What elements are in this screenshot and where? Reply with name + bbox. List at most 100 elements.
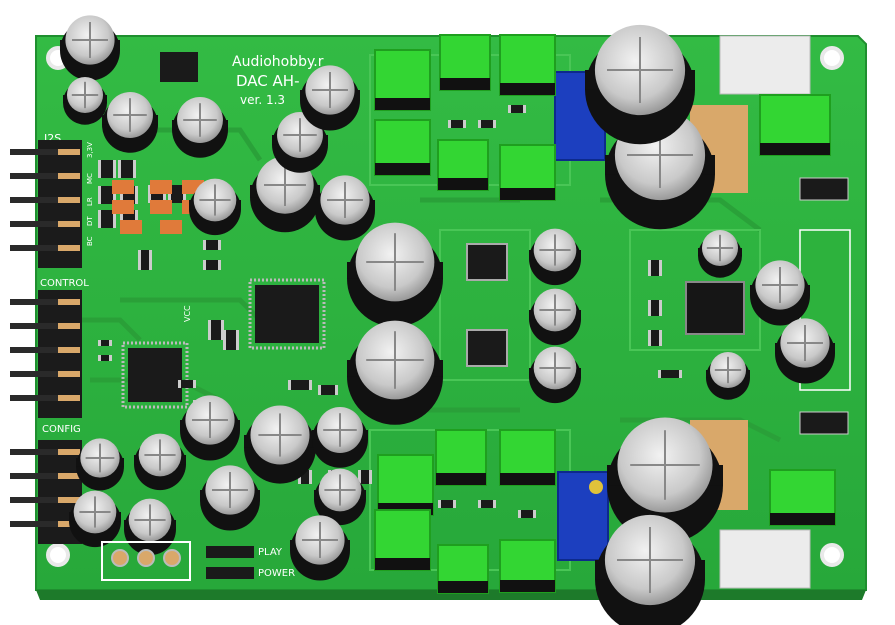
smd-part — [508, 105, 526, 113]
electrolytic-capacitor — [775, 318, 835, 384]
electrolytic-capacitor — [63, 76, 107, 125]
smd-part — [178, 380, 196, 388]
electrolytic-capacitor — [189, 178, 241, 236]
version-label: ver. 1.3 — [240, 93, 285, 107]
electrolytic-capacitor — [312, 407, 368, 468]
electrolytic-capacitor — [60, 15, 120, 81]
electrolytic-capacitor — [529, 346, 581, 404]
header-pin — [10, 323, 62, 329]
ic-chips — [121, 52, 849, 435]
header-pin — [10, 221, 62, 227]
electrolytic-capacitor — [529, 288, 581, 346]
electrolytic-capacitor — [290, 515, 350, 581]
electrolytic-capacitor — [347, 320, 443, 425]
electrolytic-capacitor — [607, 417, 723, 544]
header-pin — [10, 497, 62, 503]
to252-regulator-top — [466, 243, 508, 281]
play-led — [206, 546, 254, 558]
header-pin — [10, 395, 62, 401]
pin-headers — [10, 140, 82, 544]
smd-part — [98, 160, 116, 178]
resistor — [120, 220, 142, 234]
electrolytic-capacitor — [595, 514, 705, 625]
model-label: DAC AH- — [236, 72, 299, 90]
smd-part — [358, 470, 372, 484]
config-label: CONFIG — [42, 424, 81, 435]
smd-part — [478, 500, 496, 508]
resistor — [150, 180, 172, 194]
electrolytic-capacitor — [200, 465, 260, 531]
electrolytic-capacitor — [314, 468, 366, 526]
electrolytic-capacitor — [76, 438, 124, 491]
electrolytic-capacitor — [347, 222, 443, 327]
electrolytic-capacitor — [300, 65, 360, 131]
control-label: CONTROL — [40, 278, 89, 289]
qfp-chip-usb — [121, 341, 189, 409]
play-label: PLAY — [258, 547, 283, 558]
electrolytic-capacitor — [605, 109, 715, 230]
relay — [759, 94, 831, 156]
electrolytic-capacitor — [102, 92, 158, 153]
smd-part — [98, 186, 116, 204]
smd-part — [138, 250, 152, 270]
header-pin — [10, 245, 62, 251]
header-pin — [10, 197, 62, 203]
sot223-regulator — [160, 52, 198, 82]
smd-part — [203, 240, 221, 250]
pin-label-dt: DT — [86, 216, 94, 226]
to252-regulator-bottom — [466, 329, 508, 367]
pin-label-bc: BC — [86, 236, 94, 246]
vcc-label: VCC — [183, 305, 192, 322]
smd-part — [478, 120, 496, 128]
resistor — [112, 180, 134, 194]
relay — [499, 144, 556, 201]
relay — [499, 34, 556, 96]
relay — [499, 539, 556, 593]
header-pin — [10, 449, 62, 455]
electrolytic-capacitor — [585, 24, 695, 145]
relay — [437, 139, 489, 191]
relay — [374, 49, 431, 111]
smd-part — [288, 380, 312, 390]
electrolytic-capacitor — [706, 351, 750, 400]
smd-part — [208, 320, 224, 340]
pin-label-mc: MC — [86, 173, 94, 184]
status-leds — [206, 546, 254, 579]
power-led — [206, 567, 254, 579]
power-label: POWER — [258, 568, 295, 579]
pin-header-group — [10, 290, 82, 418]
relays — [374, 34, 836, 594]
brand-label: Audiohobby.r — [232, 54, 324, 70]
relay — [377, 454, 434, 516]
smd-part — [648, 330, 662, 346]
electrolytic-capacitor — [180, 395, 240, 461]
relay — [499, 429, 556, 486]
header-pin — [10, 299, 62, 305]
relay — [439, 34, 491, 91]
smd-part — [203, 260, 221, 270]
electrolytic-capacitor — [698, 229, 742, 278]
smd-part — [648, 260, 662, 276]
relay — [374, 509, 431, 571]
smd-part — [98, 340, 112, 346]
smd-part — [98, 210, 116, 228]
smd-part — [448, 120, 466, 128]
relay — [435, 429, 487, 486]
pin-label-lr: LR — [86, 197, 94, 206]
smd-part — [318, 385, 338, 395]
electrolytic-capacitor — [315, 175, 375, 241]
header-pin — [10, 173, 62, 179]
qfp-chip-main — [248, 278, 326, 350]
pin-header-group — [10, 140, 82, 268]
smd-part — [438, 500, 456, 508]
bottom-connector — [101, 541, 191, 581]
electrolytic-capacitors — [60, 15, 835, 625]
header-pin — [10, 347, 62, 353]
pin-label-33v: 3,3V — [86, 142, 94, 158]
relay — [437, 544, 489, 594]
smd-part — [658, 370, 682, 378]
header-pin — [10, 149, 62, 155]
electrolytic-capacitor — [134, 433, 186, 491]
resistor — [150, 200, 172, 214]
